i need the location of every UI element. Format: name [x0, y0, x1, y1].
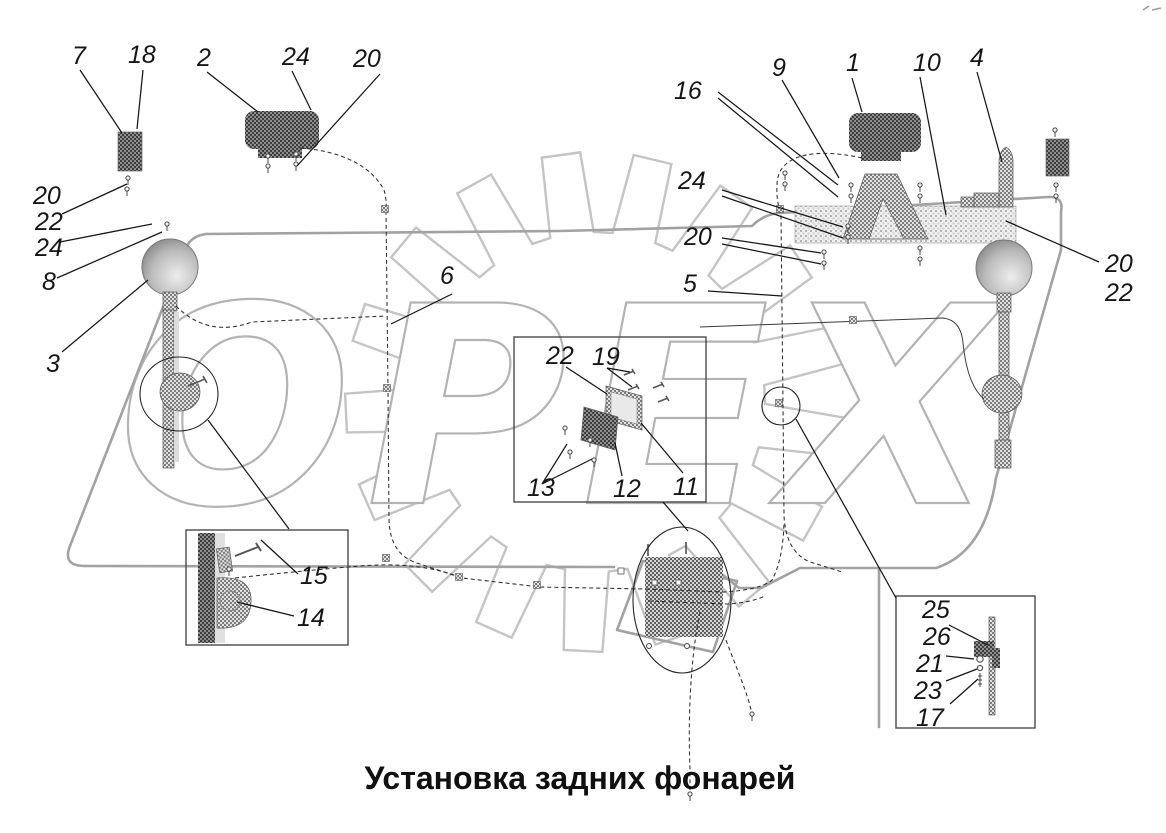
callout-20-top: 20 [352, 45, 381, 73]
callout-1: 1 [846, 49, 860, 77]
inset-box-license-lamp [513, 336, 707, 503]
gear-watermark [343, 151, 846, 654]
watermark-text: ОРЕХ [118, 248, 1009, 568]
callout-23: 23 [913, 677, 942, 705]
callout-10: 10 [913, 49, 941, 77]
round-lamp-right [975, 239, 1033, 469]
callout-24-right: 24 [677, 167, 706, 195]
callout-labels: 7 18 2 24 20 20 22 24 8 3 6 16 9 1 10 4 … [32, 41, 1133, 732]
tail-lamp-1 [849, 113, 921, 161]
callout-17: 17 [916, 704, 945, 732]
wiring-harness [175, 147, 985, 802]
callout-20-left: 20 [32, 182, 61, 210]
corner-bracket-4 [960, 146, 1014, 208]
inset-license-lamp-parts [562, 368, 670, 468]
wire-clip [533, 581, 541, 589]
callout-24-top: 24 [281, 43, 310, 71]
callout-5: 5 [683, 270, 697, 298]
callout-11: 11 [673, 473, 699, 501]
callout-12: 12 [613, 475, 641, 503]
tail-lamp-2 [245, 111, 319, 158]
callout-16: 16 [674, 77, 702, 105]
callout-13: 13 [527, 474, 555, 502]
callout-14: 14 [297, 604, 325, 632]
leader-lines [56, 69, 1100, 705]
wire-clip [383, 384, 391, 392]
pad-right [1045, 138, 1070, 177]
round-lamp-3-left [141, 238, 208, 469]
callout-4: 4 [970, 44, 984, 72]
callout-22-left: 22 [34, 208, 63, 236]
wire-clip [849, 316, 857, 324]
inset-box-right-clip [895, 595, 1036, 729]
callout-24-left: 24 [34, 234, 63, 262]
pad-7-18 [117, 131, 143, 172]
license-lamp-assembly [617, 542, 723, 649]
callout-9: 9 [772, 54, 786, 82]
callout-26: 26 [922, 623, 951, 651]
corner-mark [1142, 5, 1162, 11]
inset-left-bracket-parts [198, 533, 262, 643]
callout-3: 3 [46, 350, 60, 378]
callout-25: 25 [921, 596, 950, 624]
wire-clip [382, 554, 390, 562]
callout-21: 21 [915, 650, 944, 678]
callout-22-far-right: 22 [1104, 279, 1133, 307]
detail-ellipse-license-lamp [632, 526, 732, 674]
inset-box-left-bracket [185, 529, 349, 646]
callout-20-far-right: 20 [1104, 250, 1133, 278]
callout-6: 6 [440, 262, 454, 290]
callout-15: 15 [300, 562, 328, 590]
callout-7: 7 [72, 42, 87, 70]
wire-clip [381, 205, 389, 213]
inset-right-clip-parts [974, 616, 1000, 716]
detail-circle-left-bracket [139, 356, 219, 432]
callout-22-inset: 22 [545, 342, 574, 370]
callout-18: 18 [128, 41, 156, 69]
callout-19: 19 [592, 343, 620, 371]
triangle-bracket-9 [842, 173, 929, 240]
callout-8: 8 [42, 268, 56, 296]
callout-20-right: 20 [683, 223, 712, 251]
wire-clip [455, 573, 463, 581]
detail-circle-right-clip [761, 386, 801, 426]
diagram-title: Установка задних фонарей [365, 760, 796, 796]
callout-2: 2 [196, 44, 211, 72]
wire-clip [775, 399, 783, 407]
